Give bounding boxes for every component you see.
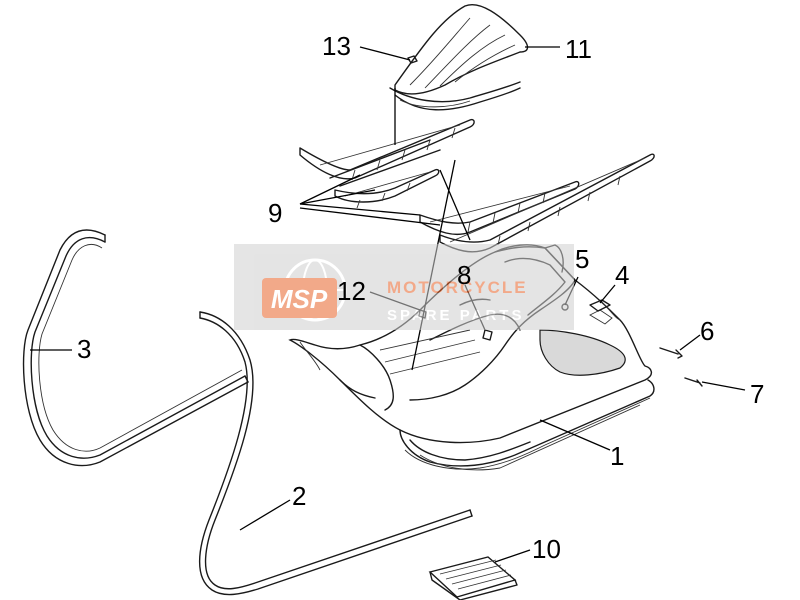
callout-10: 10: [532, 534, 561, 564]
watermark-line2: SPARE PARTS: [387, 307, 524, 324]
watermark-line1: MOTORCYCLE: [387, 278, 528, 297]
watermark: MSP MOTORCYCLE SPARE PARTS: [234, 244, 574, 330]
part-2-strip: [198, 311, 473, 596]
callout-3: 3: [77, 334, 91, 364]
callout-4: 4: [615, 260, 629, 290]
part-11-cover: [389, 4, 529, 111]
callout-8: 8: [457, 260, 471, 290]
callout-2: 2: [292, 481, 306, 511]
callout-1: 1: [610, 441, 624, 471]
callout-13: 13: [322, 31, 351, 61]
part-4-bracket: [589, 299, 611, 312]
watermark-logo-box: [262, 278, 337, 318]
callout-11: 11: [565, 34, 592, 64]
callout-12: 12: [337, 276, 366, 306]
part-8-clip: [482, 329, 493, 341]
callout-7: 7: [750, 379, 764, 409]
part-9-rails-upper: [299, 118, 475, 209]
part-13-screw: [407, 55, 418, 64]
part-9-rails-lower: [419, 153, 655, 253]
callout-labels: 13 11 9 3 12 8 5 4 6 7 1 2 10: [77, 31, 764, 564]
callout-6: 6: [700, 316, 714, 346]
watermark-logo: MSP: [271, 284, 328, 314]
part-6-screw: [659, 347, 683, 359]
part-10-pad: [428, 556, 518, 600]
callout-5: 5: [575, 244, 589, 274]
part-3-strip: [22, 229, 249, 467]
part-7-screw: [684, 377, 703, 387]
callout-9: 9: [268, 198, 282, 228]
